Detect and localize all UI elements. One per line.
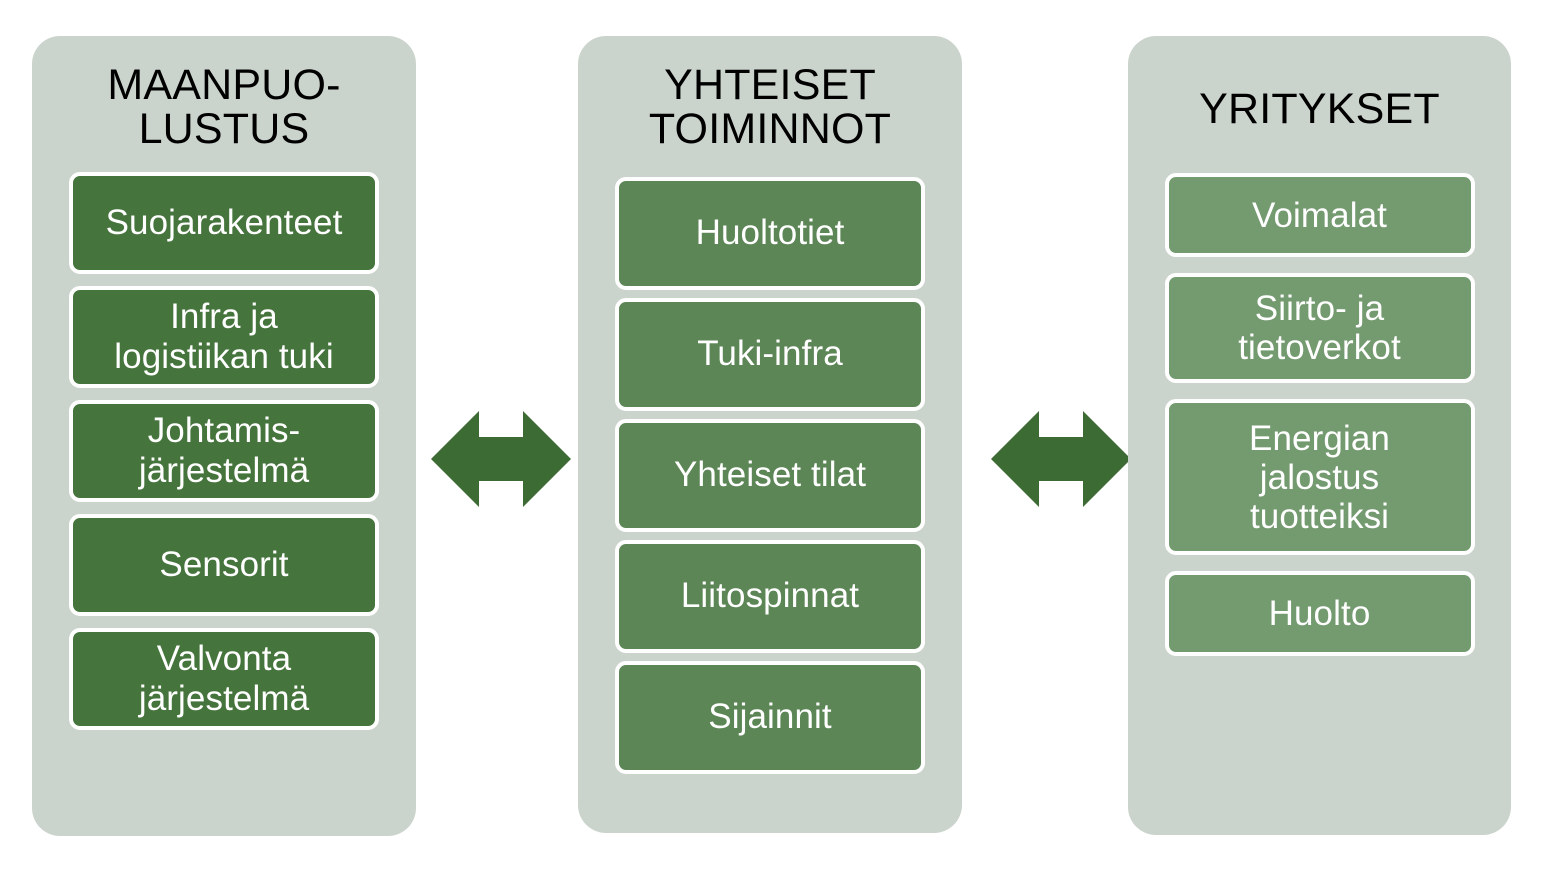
box-energian-jalostus-tuotteiksi[interactable]: Energian jalostus tuotteiksi	[1164, 399, 1475, 556]
box-suojarakenteet[interactable]: Suojarakenteet	[69, 171, 379, 274]
box-tuki-infra[interactable]: Tuki-infra	[615, 297, 925, 411]
box-liitospinnat[interactable]: Liitospinnat	[615, 539, 925, 653]
box-huoltotiet[interactable]: Huoltotiet	[615, 176, 925, 290]
box-infra-ja-logistiikan-tuki[interactable]: Infra ja logistiikan tuki	[69, 285, 379, 388]
box-johtamisjarjestelma[interactable]: Johtamis- järjestelmä	[69, 399, 379, 502]
panel-title-yhteiset-toiminnot: YHTEISET TOIMINNOT	[648, 61, 892, 154]
box-stack-yhteiset-toiminnot: Huoltotiet Tuki-infra Yhteiset tilat Lii…	[578, 176, 962, 774]
box-voimalat[interactable]: Voimalat	[1164, 173, 1475, 258]
panel-title-yritykset: YRITYKSET	[1199, 85, 1440, 133]
box-stack-maanpuolustus: Suojarakenteet Infra ja logistiikan tuki…	[32, 171, 416, 730]
panel-maanpuolustus: MAANPUO- LUSTUS Suojarakenteet Infra ja …	[32, 36, 416, 836]
panel-yritykset: YRITYKSET Voimalat Siirto- ja tietoverko…	[1128, 36, 1511, 835]
box-yhteiset-tilat[interactable]: Yhteiset tilat	[615, 418, 925, 532]
box-valvontajarjestelma[interactable]: Valvonta järjestelmä	[69, 627, 379, 730]
double-headed-arrow-icon-right	[991, 409, 1131, 509]
box-siirto-ja-tietoverkot[interactable]: Siirto- ja tietoverkot	[1164, 273, 1475, 384]
box-stack-yritykset: Voimalat Siirto- ja tietoverkot Energian…	[1128, 173, 1511, 657]
box-sensorit[interactable]: Sensorit	[69, 513, 379, 616]
box-sijainnit[interactable]: Sijainnit	[615, 660, 925, 774]
panel-yhteiset-toiminnot: YHTEISET TOIMINNOT Huoltotiet Tuki-infra…	[578, 36, 962, 833]
double-headed-arrow-icon-left	[431, 409, 571, 509]
panel-title-maanpuolustus: MAANPUO- LUSTUS	[107, 61, 341, 154]
box-huolto[interactable]: Huolto	[1164, 571, 1475, 657]
